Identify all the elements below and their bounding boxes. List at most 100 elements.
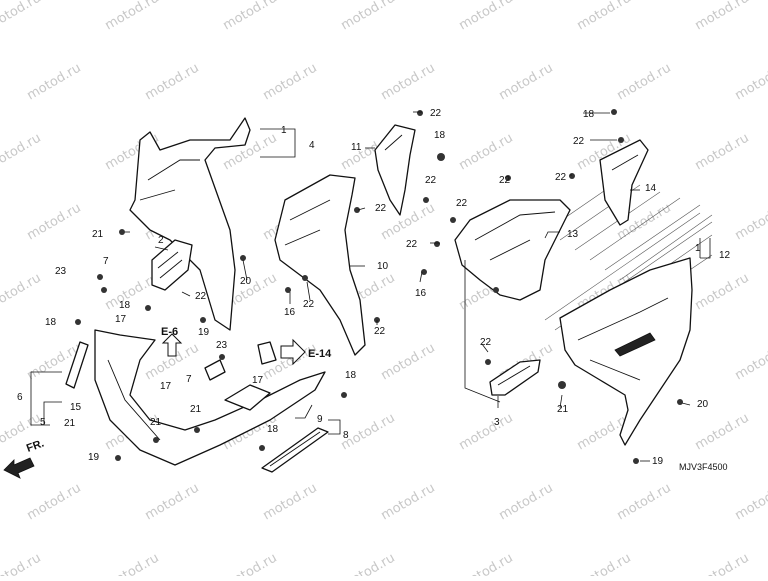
watermark-text: motod.ru — [143, 61, 202, 104]
callout-17: 17 — [252, 375, 264, 386]
callout-8: 8 — [343, 430, 349, 441]
watermark-text: motod.ru — [575, 551, 634, 576]
watermark-text: motod.ru — [379, 201, 438, 244]
watermark-text: motod.ru — [379, 61, 438, 104]
callout-21: 21 — [557, 404, 569, 415]
callout-13: 13 — [567, 229, 579, 240]
callout-21: 21 — [92, 229, 104, 240]
diagram-code: MJV3F4500 — [679, 462, 728, 472]
callout-4: 4 — [309, 140, 315, 151]
callout-12: 12 — [719, 250, 731, 261]
watermark-text: motod.ru — [25, 61, 84, 104]
front-direction-arrow — [4, 458, 34, 478]
watermark-text: motod.ru — [0, 551, 44, 576]
callout-7: 7 — [186, 374, 192, 385]
callout-16: 16 — [415, 288, 427, 299]
watermark-text: motod.ru — [261, 61, 320, 104]
callout-19: 19 — [88, 452, 100, 463]
callout-18: 18 — [345, 370, 357, 381]
watermark-text: motod.ru — [693, 271, 752, 314]
callout-19: 19 — [652, 456, 664, 467]
callout-21: 21 — [150, 417, 162, 428]
callout-19: 19 — [198, 327, 210, 338]
callout-7: 7 — [103, 256, 109, 267]
watermark-text: motod.ru — [693, 551, 752, 576]
watermark-text: motod.ru — [457, 131, 516, 174]
callout-3: 3 — [494, 417, 500, 428]
callout-9: 9 — [317, 414, 323, 425]
inner-panel-13 — [455, 200, 570, 300]
callout-22: 22 — [303, 299, 315, 310]
watermark-text: motod.ru — [575, 0, 634, 33]
watermark-text: motod.ru — [693, 411, 752, 454]
watermark-text: motod.ru — [143, 481, 202, 524]
upper-cowl-left — [130, 118, 250, 330]
watermark-text: motod.ru — [615, 481, 674, 524]
callout-6: 6 — [17, 392, 23, 403]
callout-17: 17 — [115, 314, 127, 325]
front-direction-label: FR. — [25, 437, 46, 454]
lower-cowl-right — [560, 258, 692, 445]
watermark-text: motod.ru — [457, 411, 516, 454]
callout-10: 10 — [377, 261, 389, 272]
watermark-text: motod.ru — [0, 271, 44, 314]
callout-22: 22 — [425, 175, 437, 186]
callout-21: 21 — [64, 418, 76, 429]
callout-15: 15 — [70, 402, 82, 413]
watermark-text: motod.ru — [103, 0, 162, 33]
watermark-text: motod.ru — [221, 0, 280, 33]
callout-22: 22 — [406, 239, 418, 250]
watermark-text: motod.ru — [0, 131, 44, 174]
callout-22: 22 — [480, 337, 492, 348]
callout-18: 18 — [434, 130, 446, 141]
watermark-text: motod.ru — [221, 131, 280, 174]
watermark-text: motod.ru — [733, 201, 768, 244]
watermark-text: motod.ru — [693, 131, 752, 174]
callout-18: 18 — [119, 300, 131, 311]
callout-18: 18 — [267, 424, 279, 435]
middle-cowl — [275, 175, 365, 355]
watermark-text: motod.ru — [457, 0, 516, 33]
callout-21: 21 — [190, 404, 202, 415]
watermark-text: motod.ru — [261, 481, 320, 524]
bracket-3 — [490, 360, 540, 395]
watermark-text: motod.ru — [0, 0, 44, 33]
watermark-text: motod.ru — [221, 551, 280, 576]
callout-5: 5 — [40, 417, 46, 428]
callout-22: 22 — [555, 172, 567, 183]
callout-23: 23 — [55, 266, 67, 277]
callout-18: 18 — [45, 317, 57, 328]
callout-22: 22 — [456, 198, 468, 209]
watermark-text: motod.ru — [733, 481, 768, 524]
callout-22: 22 — [195, 291, 207, 302]
callout-11: 11 — [351, 142, 362, 153]
callout-20: 20 — [240, 276, 252, 287]
watermark-text: motod.ru — [693, 0, 752, 33]
reference-e14-label: E-14 — [308, 348, 332, 360]
callout-23: 23 — [216, 340, 228, 351]
watermark-text: motod.ru — [25, 481, 84, 524]
callout-1: 1 — [281, 125, 287, 136]
watermark-text: motod.ru — [615, 61, 674, 104]
watermark-text: motod.ru — [457, 551, 516, 576]
callout-22: 22 — [430, 108, 442, 119]
reference-e6-label: E-6 — [161, 326, 178, 338]
callout-18: 18 — [583, 109, 595, 120]
callout-22: 22 — [375, 203, 387, 214]
watermark-text: motod.ru — [733, 341, 768, 384]
callout-20: 20 — [697, 399, 709, 410]
callout-1: 1 — [695, 243, 701, 254]
callout-22: 22 — [374, 326, 386, 337]
callout-22: 22 — [499, 175, 511, 186]
watermark-text: motod.ru — [379, 341, 438, 384]
watermark-text: motod.ru — [339, 551, 398, 576]
watermark-text: motod.ru — [497, 61, 556, 104]
watermark-text: motod.ru — [339, 0, 398, 33]
callout-2: 2 — [158, 235, 164, 246]
watermark-text: motod.ru — [25, 201, 84, 244]
bracket-e14 — [258, 342, 276, 364]
clip-7-a — [205, 360, 225, 380]
watermark-text: motod.ru — [733, 61, 768, 104]
callout-14: 14 — [645, 183, 657, 194]
